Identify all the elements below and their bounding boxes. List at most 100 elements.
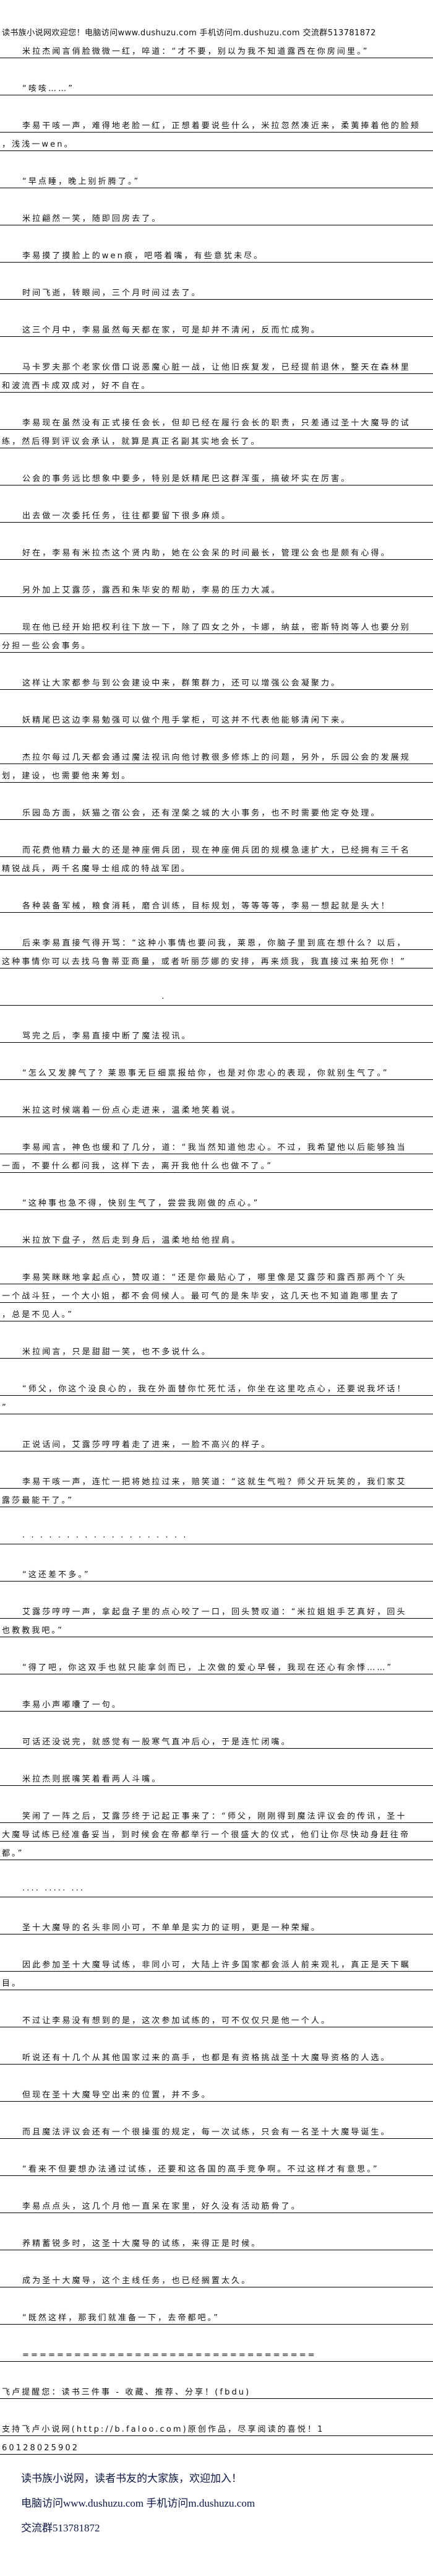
paragraph: ·: [0, 987, 433, 1006]
text-line-content: 精锐战兵，两千名魔导士组成的特战军团。: [2, 864, 191, 874]
text-line-content: 但现在圣十大魔导空出来的位置，并不多。: [22, 2091, 212, 2100]
text-line: 李易摸了摸脸上的wen痕，吧嗒着嘴，有些意犹未尽。: [0, 244, 433, 263]
text-line: 这样让大家都参与到公会建设中来，群策群力，还可以增强公会凝聚力。: [0, 671, 433, 690]
text-line: 大魔导试练已经准备妥当，到时候会在帝都举行一个很盛大的仪式，他们让你尽快动身赶往…: [0, 1823, 433, 1842]
text-line-content: 李易闻言，神色也缓和了几分，道：“我当然知道他忠心。不过，我希望他以后能够独当: [22, 1143, 407, 1152]
text-line-content: 分担一些公会事务。: [2, 642, 92, 651]
text-line: 精锐战兵，两千名魔导士组成的特战军团。: [0, 857, 433, 876]
paragraph: “怎么又发脾气了？莱恩事无巨细禀报给你，也是对你忠心的表现，你就别生气了。”: [0, 1061, 433, 1080]
text-line: 另外加上艾露莎，露西和朱毕安的帮助，李易的压力大减。: [0, 578, 433, 597]
text-line-content: 艾露莎哼哼一声，拿起盘子里的点心咬了一口，回头赞叹道：“米拉姐姐手艺真好，回头: [22, 1608, 407, 1617]
text-line-content: 各种装备军械，粮食消耗，磨合训练，目标规划，等等等等，李易一想起就是头大！: [22, 902, 391, 911]
text-line-content: 一面，不要什么都问我，这样下去，离开我他什么也做不了。”: [2, 1162, 273, 1171]
footer-group-number: 交流群513781872: [21, 2522, 100, 2534]
text-line: 李易小声嘟囔了一句。: [0, 1693, 433, 1712]
text-line: “这还差不多。”: [0, 1563, 433, 1582]
paragraph: 各种装备军械，粮食消耗，磨合训练，目标规划，等等等等，李易一想起就是头大！: [0, 894, 433, 913]
paragraph: “师父，你这个没良心的，我在外面替你忙死忙活，你坐在这里吃点心，还要说我坏话！”: [0, 1377, 433, 1414]
text-line-content: 露莎最能干了。”: [2, 1496, 74, 1505]
text-line: 李易点点头，这几个月他一直呆在家里，好久没有活动筋骨了。: [0, 2195, 433, 2213]
text-line: 养精蓄锐多时，这圣十大魔导的试练，来得正是时候。: [0, 2232, 433, 2250]
paragraph: 可话还没说完，就感觉有一股寒气直冲后心，于是连忙闭嘴。: [0, 1730, 433, 1749]
paragraph: 现在他已经开始把权利往下放一下，除了四女之外，卡娜，纳兹，密斯特岗等人也要分别分…: [0, 616, 433, 653]
text-line: “怎么又发脾气了？莱恩事无巨细禀报给你，也是对你忠心的表现，你就别生气了。”: [0, 1061, 433, 1080]
text-line: 而且魔法评议会还有一个很操蛋的规定，每一次试练，只会有一名圣十大魔导诞生。: [0, 2120, 433, 2139]
text-line: 成为圣十大魔导，这个主线任务，也已经搁置太久。: [0, 2269, 433, 2287]
text-line-content: 目。: [2, 1979, 22, 1988]
text-line-content: 米拉杰则抿嘴笑着看两人斗嘴。: [22, 1775, 162, 1784]
text-line: 乐园岛方面，妖猫之宿公会，还有涅槃之城的大小事务，也不时需要他定夺处理。: [0, 801, 433, 820]
text-line: 米拉这时候端着一份点心走进来，温柔地笑着说。: [0, 1099, 433, 1117]
text-line-content: 和波流西卡成双成对，好不自在。: [2, 381, 152, 391]
paragraph: 李易现在虽然没有正式接任会长，但却已经在履行会长的职责，只差通过圣十大魔导的试练…: [0, 411, 433, 448]
paragraph: “咳咳……”: [0, 77, 433, 95]
paragraph: 成为圣十大魔导，这个主线任务，也已经搁置太久。: [0, 2269, 433, 2287]
text-line-content: 后来李易直接气得开骂：“这种小事情也要问我，莱恩，你脑子里到底在想什么？以后，: [22, 939, 407, 948]
text-line-content: 成为圣十大魔导，这个主线任务，也已经搁置太久。: [22, 2276, 252, 2286]
paragraph: 李易点点头，这几个月他一直呆在家里，好久没有活动筋骨了。: [0, 2195, 433, 2213]
text-line-content: 好在，李易有米拉杰这个贤内助，她在公会呆的时间最长，管理公会也是颇有心得。: [22, 549, 391, 558]
paragraph: “这种事也急不得，快别生气了，尝尝我刚做的点心。”: [0, 1191, 433, 1210]
text-line-content: 现在他已经开始把权利往下放一下，除了四女之外，卡娜，纳兹，密斯特岗等人也要分别: [22, 623, 411, 632]
paragraph: 妖精尾巴这边李易勉强可以做个甩手掌柜，可这并不代表他能够清闲下来。: [0, 708, 433, 727]
paragraph: 公会的事务远比想象中要多，特别是妖精尾巴这群浑蛋，搞破坏实在厉害。: [0, 467, 433, 485]
text-line-content: 因此参加圣十大魔导试练，非同小可，大陆上许多国家都会派人前来观礼，真正是天下瞩: [22, 1960, 411, 1970]
text-line: “得了吧，你这双手也就只能拿剑而已，上次做的爱心早餐，我现在还心有余悸……”: [0, 1656, 433, 1674]
paragraph: 杰拉尔每过几天都会通过魔法视讯向他讨教很多修炼上的问题，另外，乐园公会的发展规划…: [0, 746, 433, 783]
text-line: 可话还没说完，就感觉有一股寒气直冲后心，于是连忙闭嘴。: [0, 1730, 433, 1749]
site-banner: 读书族小说网欢迎您！电脑访问www.dushuzu.com 手机访问m.dush…: [2, 28, 376, 38]
paragraph: 不过让李易没有想到的是，这次参加试练的，可不仅仅只是他一个人。: [0, 2009, 433, 2027]
text-line: 李易现在虽然没有正式接任会长，但却已经在履行会长的职责，只差通过圣十大魔导的试: [0, 411, 433, 430]
paragraph: 李易摸了摸脸上的wen痕，吧嗒着嘴，有些意犹未尽。: [0, 244, 433, 263]
footer-slogan: 读书族小说网，读者书友的大家族，欢迎加入！: [21, 2473, 242, 2484]
text-line: 米拉翩然一笑，随即回房去了。: [0, 207, 433, 225]
text-line: 艾露莎哼哼一声，拿起盘子里的点心咬了一口，回头赞叹道：“米拉姐姐手艺真好，回头: [0, 1600, 433, 1619]
text-line-content: ==================================: [22, 2351, 317, 2360]
text-line: 支持飞卢小说网(http://b.faloo.com)原创作品，尽享阅读的喜悦！…: [0, 2417, 433, 2436]
text-line: “既然这样，那我们就准备一下，去帝都吧。”: [0, 2306, 433, 2325]
text-line-content: ，浅浅一wen。: [2, 140, 74, 149]
text-line: 听说还有十几个从其他国家过来的高手，也都是有资格挑战圣十大魔导资格的人选。: [0, 2046, 433, 2065]
paragraph: 骂完之后，李易直接中断了魔法视讯。: [0, 1024, 433, 1043]
text-line-content: “得了吧，你这双手也就只能拿剑而已，上次做的爱心早餐，我现在还心有余悸……”: [22, 1663, 393, 1673]
text-line: 李易笑眯眯地拿起点心，赞叹道：“还是你最贴心了，哪里像是艾露莎和露西那两个丫头: [0, 1266, 433, 1284]
text-line-content: 李易笑眯眯地拿起点心，赞叹道：“还是你最贴心了，哪里像是艾露莎和露西那两个丫头: [22, 1273, 407, 1282]
text-line-content: 李易点点头，这几个月他一直呆在家里，好久没有活动筋骨了。: [22, 2202, 301, 2211]
text-line: 李易干咳一声，连忙一把将她拉过来，赔笑道：“这就生气啦？师父开玩笑的，我们家艾: [0, 1470, 433, 1489]
text-line-content: 而且魔法评议会还有一个很操蛋的规定，每一次试练，只会有一名圣十大魔导诞生。: [22, 2128, 391, 2137]
text-line-content: 支持飞卢小说网(http://b.faloo.com)原创作品，尽享阅读的喜悦！…: [2, 2425, 325, 2434]
chapter-text: 米拉杰闻言俏脸微微一红，啐道：“才不要，别以为我不知道露西在你房间里。” “咳咳……: [0, 40, 433, 2455]
text-line-content: 划，建设，也需要他来筹划。: [2, 772, 132, 781]
text-line-content: 60128025902: [2, 2443, 80, 2453]
text-line: ···· ····· ···: [0, 1879, 433, 1897]
text-line-content: 妖精尾巴这边李易勉强可以做个甩手掌柜，可这并不代表他能够清闲下来。: [22, 716, 351, 725]
text-line-content: ···· ····· ···: [22, 1886, 85, 1895]
text-line: 一个战斗狂，一个大小姐，都不会伺候人。最可气的是朱毕安，这几天也不知道跑哪里去了: [0, 1284, 433, 1303]
text-line: 而花费他精力最大的还是神座佣兵团，现在神座佣兵团的规模急速扩大，已经拥有三千名: [0, 838, 433, 857]
paragraph: 但现在圣十大魔导空出来的位置，并不多。: [0, 2083, 433, 2102]
text-line-content: 可话还没说完，就感觉有一股寒气直冲后心，于是连忙闭嘴。: [22, 1738, 291, 1747]
footer-site-links[interactable]: 电脑访问www.dushuzu.com 手机访问m.dushuzu.com: [21, 2497, 255, 2509]
paragraph: ==================================: [0, 2343, 433, 2362]
paragraph: 米拉放下盘子，然后走到身后，温柔地给他捏肩。: [0, 1229, 433, 1247]
text-line: 马卡罗夫那个老家伙借口说恶魔心脏一战，让他旧疾复发，已经提前退休，整天在森林里: [0, 355, 433, 374]
paragraph: 米拉这时候端着一份点心走进来，温柔地笑着说。: [0, 1099, 433, 1117]
text-line-content: 飞卢提醒您：读书三件事 - 收藏、推荐、分享！(fbdu): [2, 2388, 251, 2397]
text-line-content: 一个战斗狂，一个大小姐，都不会伺候人。最可气的是朱毕安，这几天也不知道跑哪里去了: [2, 1292, 401, 1301]
paragraph: 正说话间，艾露莎哼哼着走了进来，一脸不高兴的样子。: [0, 1433, 433, 1451]
text-line: 因此参加圣十大魔导试练，非同小可，大陆上许多国家都会派人前来观礼，真正是天下瞩: [0, 1953, 433, 1972]
text-line: 后来李易直接气得开骂：“这种小事情也要问我，莱恩，你脑子里到底在想什么？以后，: [0, 931, 433, 950]
paragraph: 而且魔法评议会还有一个很操蛋的规定，每一次试练，只会有一名圣十大魔导诞生。: [0, 2120, 433, 2139]
text-line-content: ·: [22, 994, 166, 1004]
text-line-content: 这种事情你可以去找乌鲁蒂亚商量，或者听丽莎娜的安排，再来烦我，我直接过来拍死你！…: [2, 957, 406, 967]
text-line-content: 李易干咳一声，难得地老脸一红，正想着要说些什么，米拉忽然凑近来，柔荑捧着他的脸颊: [22, 121, 421, 131]
text-line-content: 时间飞逝，转眼间，三个月时间过去了。: [22, 289, 202, 298]
text-line: 60128025902: [0, 2436, 433, 2455]
text-line: “咳咳……”: [0, 77, 433, 95]
text-line: 圣十大魔导的名头非同小可，不单单是实力的证明，更是一种荣耀。: [0, 1916, 433, 1934]
text-line: “这种事也急不得，快别生气了，尝尝我刚做的点心。”: [0, 1191, 433, 1210]
paragraph: 而花费他精力最大的还是神座佣兵团，现在神座佣兵团的规模急速扩大，已经拥有三千名精…: [0, 838, 433, 876]
text-line-content: 米拉杰闻言俏脸微微一红，啐道：“才不要，别以为我不知道露西在你房间里。”: [22, 47, 369, 56]
paragraph: “得了吧，你这双手也就只能拿剑而已，上次做的爱心早餐，我现在还心有余悸……”: [0, 1656, 433, 1674]
text-line: 飞卢提醒您：读书三件事 - 收藏、推荐、分享！(fbdu): [0, 2380, 433, 2399]
